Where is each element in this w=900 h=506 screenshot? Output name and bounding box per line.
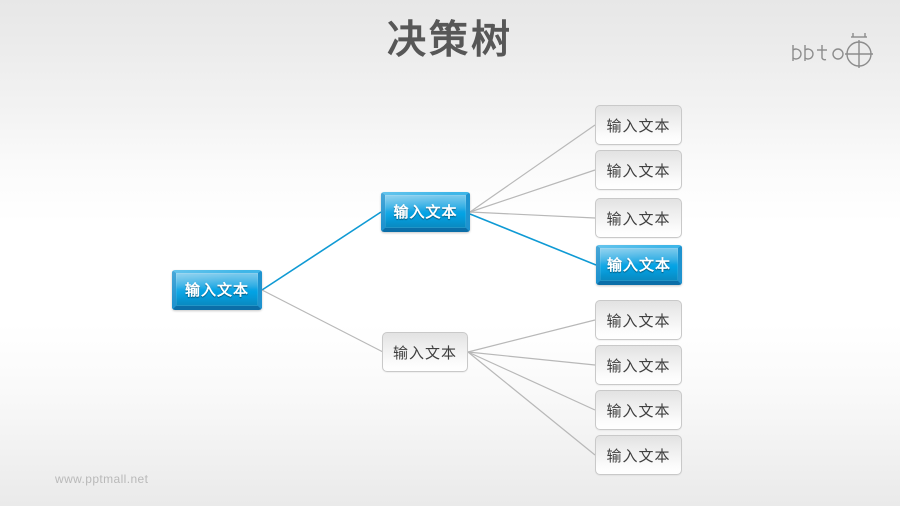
edge-branch-1-to-leaf-2 — [469, 169, 596, 213]
edge-branch-2-to-leaf-4 — [467, 351, 596, 456]
edge-root-to-branch-2 — [261, 289, 384, 353]
node-leaf-2-2-label: 输入文本 — [606, 356, 671, 375]
node-root[interactable]: 输入文本 — [172, 270, 262, 310]
node-leaf-2-4-label: 输入文本 — [606, 446, 671, 465]
edge-branch-2-to-leaf-2 — [467, 351, 596, 366]
node-branch-2[interactable]: 输入文本 — [382, 332, 468, 372]
brand-logo — [789, 28, 885, 72]
node-leaf-2-3[interactable]: 输入文本 — [595, 390, 682, 430]
node-leaf-1-4-label: 输入文本 — [606, 256, 671, 274]
node-branch-1-label: 输入文本 — [393, 203, 458, 221]
edge-root-to-branch-1 — [261, 211, 382, 291]
page-title: 决策树 — [386, 18, 513, 63]
node-leaf-1-4[interactable]: 输入文本 — [596, 245, 682, 285]
node-leaf-2-1[interactable]: 输入文本 — [595, 300, 682, 340]
node-leaf-1-1[interactable]: 输入文本 — [595, 105, 682, 145]
edge-branch-1-to-leaf-4 — [469, 213, 597, 266]
node-branch-2-label: 输入文本 — [392, 343, 457, 362]
node-branch-1[interactable]: 输入文本 — [381, 192, 470, 232]
node-root-label: 输入文本 — [184, 281, 249, 299]
edge-branch-2-to-leaf-1 — [467, 319, 596, 353]
edge-branch-1-to-leaf-1 — [469, 124, 596, 213]
edge-branch-1-to-leaf-3 — [469, 211, 596, 219]
node-leaf-1-1-label: 输入文本 — [606, 116, 671, 135]
node-leaf-2-3-label: 输入文本 — [606, 401, 671, 420]
node-leaf-2-4[interactable]: 输入文本 — [595, 435, 682, 475]
node-leaf-1-3-label: 输入文本 — [606, 209, 671, 228]
footer-url: www.pptmall.net — [55, 472, 149, 486]
node-leaf-1-2[interactable]: 输入文本 — [595, 150, 682, 190]
node-leaf-1-2-label: 输入文本 — [606, 161, 671, 180]
node-leaf-2-2[interactable]: 输入文本 — [595, 345, 682, 385]
edge-branch-2-to-leaf-3 — [467, 351, 596, 411]
node-leaf-2-1-label: 输入文本 — [606, 311, 671, 330]
node-leaf-1-3[interactable]: 输入文本 — [595, 198, 682, 238]
